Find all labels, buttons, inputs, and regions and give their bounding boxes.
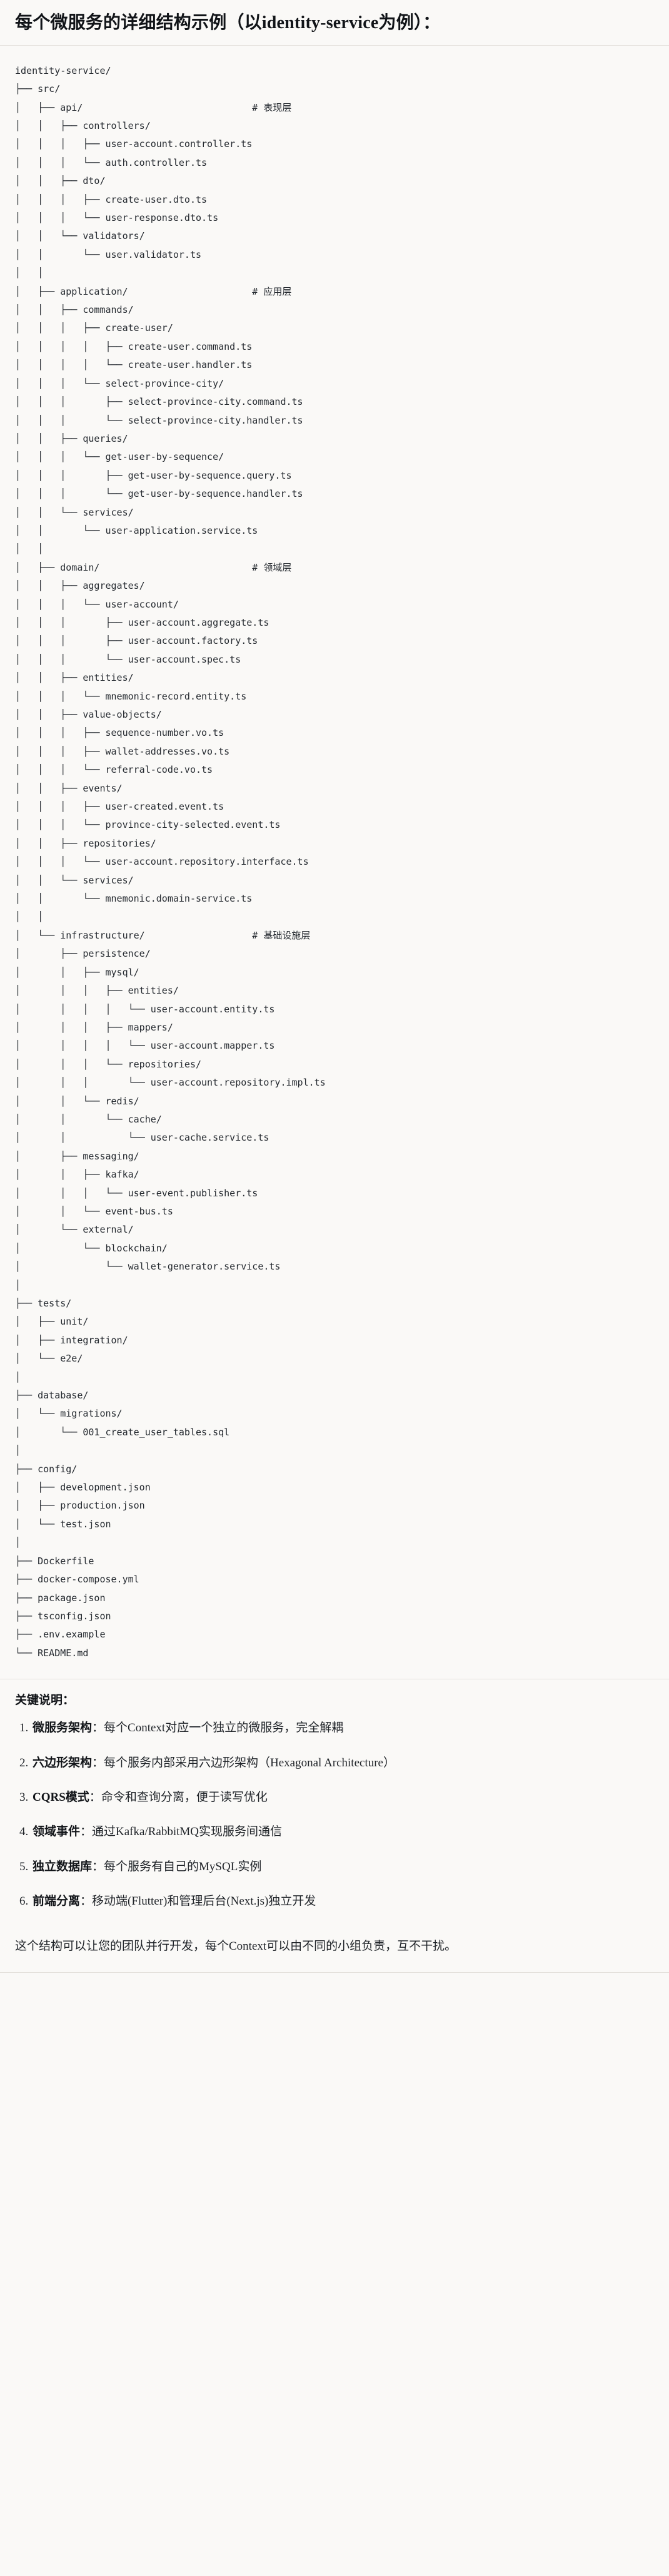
key-point-description: 每个服务有自己的MySQL实例 (104, 1860, 262, 1873)
key-point-separator: ： (92, 1860, 104, 1873)
key-point-term: 六边形架构 (33, 1756, 93, 1769)
key-point-term: 前端分离 (33, 1895, 81, 1908)
key-points-list: 微服务架构：每个Context对应一个独立的微服务，完全解耦六边形架构：每个服务… (15, 1719, 654, 1911)
key-point-separator: ： (92, 1756, 104, 1769)
key-point-term: 领域事件 (33, 1825, 81, 1839)
key-point-separator: ： (80, 1825, 93, 1839)
key-point-description: 命令和查询分离，便于读写优化 (101, 1791, 268, 1805)
key-point-separator: ： (92, 1721, 104, 1735)
key-point-term: CQRS模式 (33, 1791, 89, 1805)
key-point-separator: ： (89, 1791, 101, 1805)
key-point-item: 六边形架构：每个服务内部采用六边形架构（Hexagonal Architectu… (31, 1754, 654, 1772)
key-point-separator: ： (80, 1895, 93, 1908)
title-divider (0, 44, 669, 46)
footer-divider (0, 1972, 669, 1973)
closing-paragraph: 这个结构可以让您的团队并行开发，每个Context可以由不同的小组负责，互不干扰… (15, 1939, 457, 1953)
key-point-term: 微服务架构 (33, 1721, 93, 1735)
key-points-title: 关键说明： (15, 1694, 75, 1708)
key-points-section: 关键说明： 微服务架构：每个Context对应一个独立的微服务，完全解耦六边形架… (0, 1679, 669, 1933)
directory-tree-block: identity-service/ ├── src/ │ ├── api/ # … (0, 45, 669, 1679)
key-point-item: 前端分离：移动端(Flutter)和管理后台(Next.js)独立开发 (31, 1892, 654, 1910)
key-point-item: 独立数据库：每个服务有自己的MySQL实例 (31, 1858, 654, 1876)
key-point-item: 领域事件：通过Kafka/RabbitMQ实现服务间通信 (31, 1823, 654, 1841)
page-title: 每个微服务的详细结构示例（以identity-service为例）： (15, 13, 441, 33)
key-point-description: 通过Kafka/RabbitMQ实现服务间通信 (92, 1825, 283, 1839)
key-point-description: 每个服务内部采用六边形架构（Hexagonal Architecture） (104, 1756, 395, 1769)
document-page: 每个微服务的详细结构示例（以identity-service为例）： ident… (0, 0, 669, 1973)
key-point-item: CQRS模式：命令和查询分离，便于读写优化 (31, 1788, 654, 1806)
key-point-term: 独立数据库 (33, 1860, 93, 1873)
key-point-description: 移动端(Flutter)和管理后台(Next.js)独立开发 (92, 1895, 316, 1908)
key-point-description: 每个Context对应一个独立的微服务，完全解耦 (104, 1721, 344, 1735)
key-point-item: 微服务架构：每个Context对应一个独立的微服务，完全解耦 (31, 1719, 654, 1737)
directory-tree: identity-service/ ├── src/ │ ├── api/ # … (15, 64, 326, 1659)
